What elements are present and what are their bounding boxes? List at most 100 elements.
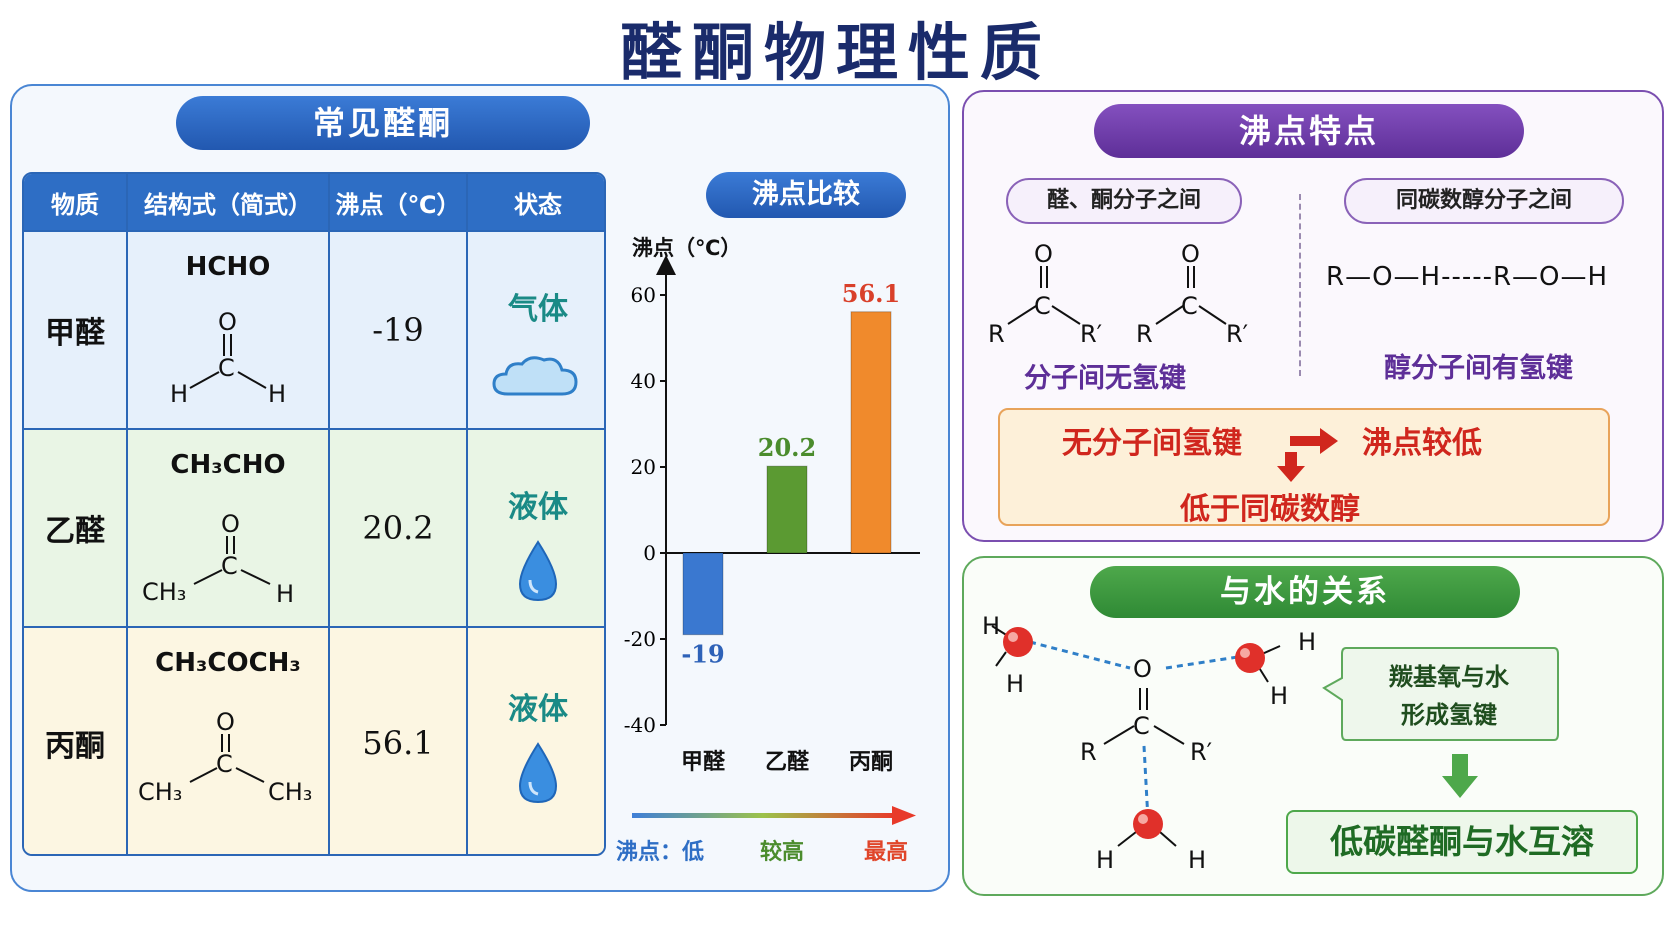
compare-text: 低于同碳数醇 — [1180, 492, 1360, 527]
atom-h: H — [1270, 682, 1289, 710]
properties-table: 物质 结构式（简式） 沸点（℃） 状态 甲醛 HCHO O C H H -19 … — [22, 172, 606, 856]
page-title: 醛酮物理性质 — [619, 16, 1052, 89]
atom-o: O — [221, 510, 240, 538]
boiling-header-pill: 沸点特点 — [1094, 104, 1524, 158]
structure-acetone: CH₃COCH₃ O C CH₃ CH₃ — [128, 628, 330, 854]
cloud-icon — [492, 356, 578, 396]
callout-text: 羰基氧与水 形成氢键 — [1344, 658, 1554, 734]
atom-c: C — [221, 552, 238, 580]
bar-value-label: 20.2 — [758, 433, 816, 462]
cause-text: 无分子间氢键 — [1062, 426, 1242, 461]
right-arrow-icon — [1290, 428, 1338, 454]
has-hbond-text: 醇分子间有氢键 — [1384, 353, 1573, 384]
acetone-structure — [189, 734, 265, 783]
atom-h: H — [1188, 846, 1207, 874]
ketone-molecules — [1007, 266, 1227, 325]
x-category-label: 乙醛 — [764, 750, 809, 775]
carbonyl-water-hbond-diagram — [991, 625, 1281, 847]
y-tick-label: 60 — [631, 283, 656, 307]
bp-acetone: 56.1 — [330, 628, 468, 854]
atom-ch3: CH₃ — [138, 778, 183, 806]
atom-h: H — [276, 580, 295, 608]
state-acetone: 液体 — [468, 628, 604, 854]
atom-h: H — [1006, 670, 1025, 698]
atom-ch3: CH₃ — [142, 578, 187, 606]
atom-r-prime: R′ — [1080, 320, 1103, 348]
effect-text: 沸点较低 — [1362, 426, 1482, 461]
col-header-substance: 物质 — [24, 174, 128, 232]
water-drop-icon — [518, 540, 558, 602]
atom-c: C — [218, 354, 235, 382]
down-arrow-icon — [1442, 754, 1478, 798]
atom-ch3: CH₃ — [268, 778, 313, 806]
bar-value-label: 56.1 — [842, 279, 900, 308]
atom-r: R — [988, 320, 1005, 348]
formaldehyde-structure — [189, 334, 267, 389]
callout-line: 羰基氧与水 — [1389, 663, 1509, 691]
atom-h: H — [1096, 846, 1115, 874]
water-header-pill: 与水的关系 — [1090, 566, 1520, 618]
acetaldehyde-structure — [193, 536, 271, 585]
y-tick-label: 20 — [631, 455, 656, 479]
structure-acetaldehyde: CH₃CHO O C CH₃ H — [128, 430, 330, 628]
atom-h: H — [170, 380, 189, 408]
common-header-pill: 常见醛酮 — [176, 96, 590, 150]
callout-line: 形成氢键 — [1401, 701, 1497, 729]
row-name-formaldehyde: 甲醛 — [24, 232, 128, 430]
atom-o: O — [216, 708, 235, 736]
bp-formaldehyde: -19 — [330, 232, 468, 430]
col-header-structure: 结构式（简式） — [128, 174, 330, 232]
divider — [1299, 194, 1301, 376]
x-category-label: 甲醛 — [680, 750, 725, 775]
atom-o: O — [1034, 240, 1053, 268]
atom-c: C — [1034, 292, 1051, 320]
atom-h: H — [268, 380, 287, 408]
atom-c: C — [216, 750, 233, 778]
atom-h: H — [1298, 628, 1317, 656]
state-text: 液体 — [508, 692, 568, 727]
state-acetaldehyde: 液体 — [468, 430, 604, 628]
table-row — [24, 232, 604, 430]
down-arrow-icon — [1277, 452, 1305, 482]
state-formaldehyde: 气体 — [468, 232, 604, 430]
bp-acetaldehyde: 20.2 — [330, 430, 468, 628]
aldehyde-ketone-label: 醛、酮分子之间 — [1006, 178, 1242, 224]
bar-2 — [850, 311, 892, 554]
water-drop-icon — [518, 742, 558, 804]
atom-r-prime: R′ — [1190, 738, 1213, 766]
bar-1 — [766, 465, 808, 554]
atom-r: R — [1136, 320, 1153, 348]
y-tick-label: -20 — [624, 627, 656, 651]
table-row — [24, 430, 604, 628]
y-axis-label: 沸点（℃） — [632, 236, 742, 260]
alcohol-chain-text: R—O—H-----R—O—H — [1326, 262, 1609, 292]
atom-o: O — [1133, 655, 1152, 683]
chart-title-pill: 沸点比较 — [706, 172, 906, 218]
no-hbond-text: 分子间无氢键 — [1024, 363, 1186, 394]
bp-gradient-arrow — [632, 806, 916, 825]
formula-text: CH₃CHO — [170, 450, 286, 480]
formula-text: HCHO — [185, 252, 271, 282]
atom-o: O — [218, 308, 237, 336]
y-tick-label: 40 — [631, 369, 656, 393]
state-text: 液体 — [508, 490, 568, 525]
alcohol-label: 同碳数醇分子之间 — [1344, 178, 1624, 224]
callout-bubble — [1322, 647, 1559, 741]
legend-high: 最高 — [864, 840, 909, 865]
table-row — [24, 628, 604, 854]
atom-c: C — [1133, 712, 1150, 740]
row-name-acetaldehyde: 乙醛 — [24, 430, 128, 628]
y-tick-label: 0 — [643, 541, 656, 565]
atom-c: C — [1181, 292, 1198, 320]
atom-r-prime: R′ — [1226, 320, 1249, 348]
formula-text: CH₃COCH₃ — [155, 648, 301, 678]
structure-formaldehyde: HCHO O C H H — [128, 232, 330, 430]
col-header-bp: 沸点（℃） — [330, 174, 468, 232]
legend-mid: 较高 — [760, 840, 805, 865]
state-text: 气体 — [508, 292, 568, 327]
bar-0 — [682, 552, 724, 636]
atom-r: R — [1080, 738, 1097, 766]
col-header-state: 状态 — [468, 174, 604, 232]
atom-h: H — [982, 612, 1001, 640]
